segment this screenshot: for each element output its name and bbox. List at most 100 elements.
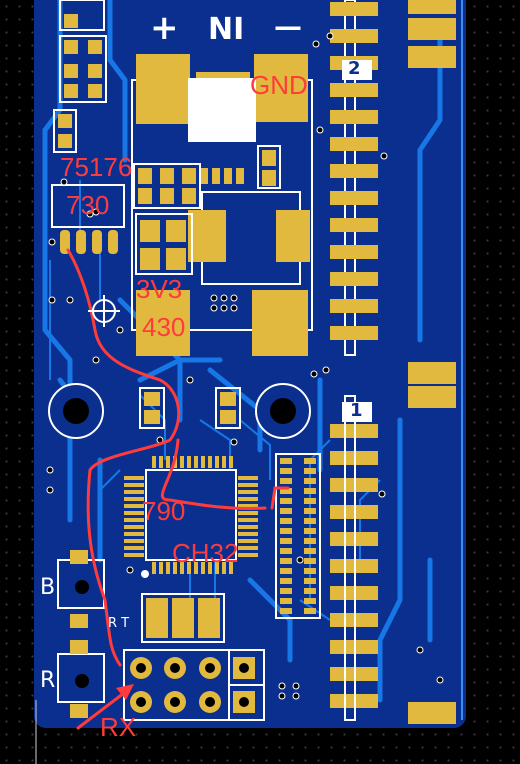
j2-pin	[330, 326, 378, 340]
j2-pin	[330, 164, 378, 178]
via	[296, 556, 304, 564]
j2-pin	[330, 218, 378, 232]
side-ic-pin	[280, 588, 292, 594]
j1-outline	[344, 395, 356, 721]
mcu-pin	[166, 562, 170, 574]
side-ic-pin	[280, 478, 292, 484]
via	[322, 366, 330, 374]
mcu-pin	[238, 476, 258, 480]
silk-j2-number: 2	[348, 58, 361, 79]
mcu-pin	[180, 456, 184, 468]
mcu-pin	[173, 562, 177, 574]
via	[416, 646, 424, 654]
mcu-pin	[229, 456, 233, 468]
silk-r: R	[40, 668, 56, 693]
mcu-pin	[124, 483, 144, 487]
via	[230, 304, 238, 312]
mcu-pin	[124, 553, 144, 557]
side-ic-pin	[280, 508, 292, 514]
via	[48, 238, 56, 246]
side-ic-outline	[275, 453, 321, 619]
left-buttons	[57, 550, 105, 718]
top-left-pads	[58, 14, 102, 148]
via	[380, 152, 388, 160]
side-ic-pin	[280, 538, 292, 544]
header-pins	[130, 657, 255, 713]
mcu-pin	[124, 504, 144, 508]
via	[278, 682, 286, 690]
anno-730: 730	[66, 190, 110, 220]
via	[92, 356, 100, 364]
mcu-pin	[238, 497, 258, 501]
via	[326, 32, 334, 40]
mcu-pin	[187, 562, 191, 574]
via	[210, 294, 218, 302]
mcu-pin	[238, 546, 258, 550]
mcu-pin	[201, 456, 205, 468]
mcu-pins	[124, 456, 258, 574]
mcu-pin1-dot	[141, 570, 149, 578]
side-ic-pin	[280, 468, 292, 474]
j2-pin	[330, 83, 378, 97]
side-ic-pin	[304, 558, 316, 564]
mcu-pin	[124, 539, 144, 543]
mcu-pin	[238, 518, 258, 522]
anno-430: 430	[142, 312, 186, 342]
regulator-white-chip	[188, 78, 256, 142]
j2-pin	[330, 299, 378, 313]
silk-j1-number: 1	[350, 400, 363, 421]
side-ic-pin	[304, 498, 316, 504]
via	[116, 326, 124, 334]
silk-ni: NI	[208, 12, 245, 47]
via	[48, 296, 56, 304]
regulator-pads	[136, 54, 310, 356]
regulator-small-outlines	[133, 145, 281, 275]
side-ic-pins	[280, 458, 316, 614]
side-ic-pin	[280, 578, 292, 584]
mcu-pin	[238, 532, 258, 536]
mcu-pin	[238, 511, 258, 515]
via	[378, 490, 386, 498]
j2-pin	[330, 110, 378, 124]
via	[86, 210, 94, 218]
via	[46, 486, 54, 494]
j2-pin	[330, 272, 378, 286]
via	[230, 438, 238, 446]
side-ic-pin	[304, 548, 316, 554]
via	[126, 566, 134, 574]
side-ic-pin	[304, 588, 316, 594]
mcu-pin	[238, 504, 258, 508]
mcu-pin	[159, 456, 163, 468]
mcu-pin	[208, 562, 212, 574]
side-ic-pin	[280, 498, 292, 504]
via	[92, 208, 100, 216]
mcu-pin	[124, 476, 144, 480]
j1-number-box	[342, 402, 372, 422]
via	[220, 304, 228, 312]
mcu-outline	[145, 469, 237, 561]
mcu-pin	[238, 553, 258, 557]
mcu-pin	[152, 456, 156, 468]
side-ic-pin	[280, 458, 292, 464]
anno-3v3: 3V3	[136, 274, 183, 304]
mcu-pin	[124, 546, 144, 550]
side-ic-pin	[304, 518, 316, 524]
via	[210, 304, 218, 312]
mcu-pin	[238, 525, 258, 529]
side-ic-pin	[280, 608, 292, 614]
mcu-pin	[194, 456, 198, 468]
mcu-pin	[159, 562, 163, 574]
via	[292, 682, 300, 690]
j2-pin	[330, 2, 378, 16]
ic-75176-pins	[60, 230, 118, 254]
vias	[46, 32, 444, 700]
anno-75176: 75176	[60, 152, 133, 182]
side-ic-pin	[280, 558, 292, 564]
bottom-caps	[141, 593, 225, 643]
side-ic-pin	[304, 608, 316, 614]
side-ic-pin	[280, 528, 292, 534]
via	[278, 692, 286, 700]
mcu-pin	[238, 483, 258, 487]
mcu-pin	[124, 490, 144, 494]
